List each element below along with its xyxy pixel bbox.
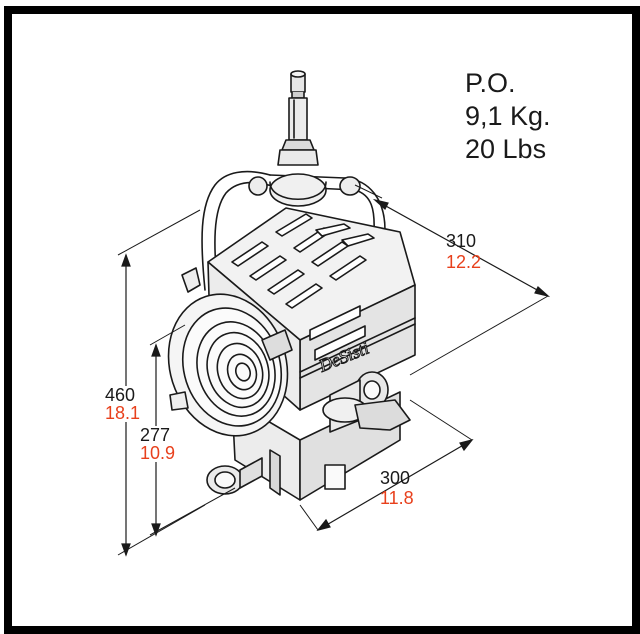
height-total-inch: 18.1 <box>104 403 142 423</box>
front-lens <box>167 267 293 437</box>
weight-lbs: 20 Lbs <box>465 134 547 164</box>
height-total-mm: 460 <box>104 385 137 405</box>
weight-label: P.O. <box>465 68 516 98</box>
stand-pin <box>277 70 319 166</box>
weight-kg: 9,1 Kg. <box>465 101 551 131</box>
dim-line-300 <box>317 439 473 531</box>
depth-mm: 310 <box>446 231 477 251</box>
width-mm: 300 <box>380 468 411 488</box>
tilt-knob <box>322 371 411 433</box>
yoke <box>201 170 389 331</box>
dim-line-310 <box>374 199 549 297</box>
height-body-inch: 10.9 <box>139 443 177 463</box>
height-body-mm: 277 <box>139 425 172 445</box>
width-inch: 11.8 <box>380 488 414 508</box>
depth-inch: 12.2 <box>446 252 482 272</box>
